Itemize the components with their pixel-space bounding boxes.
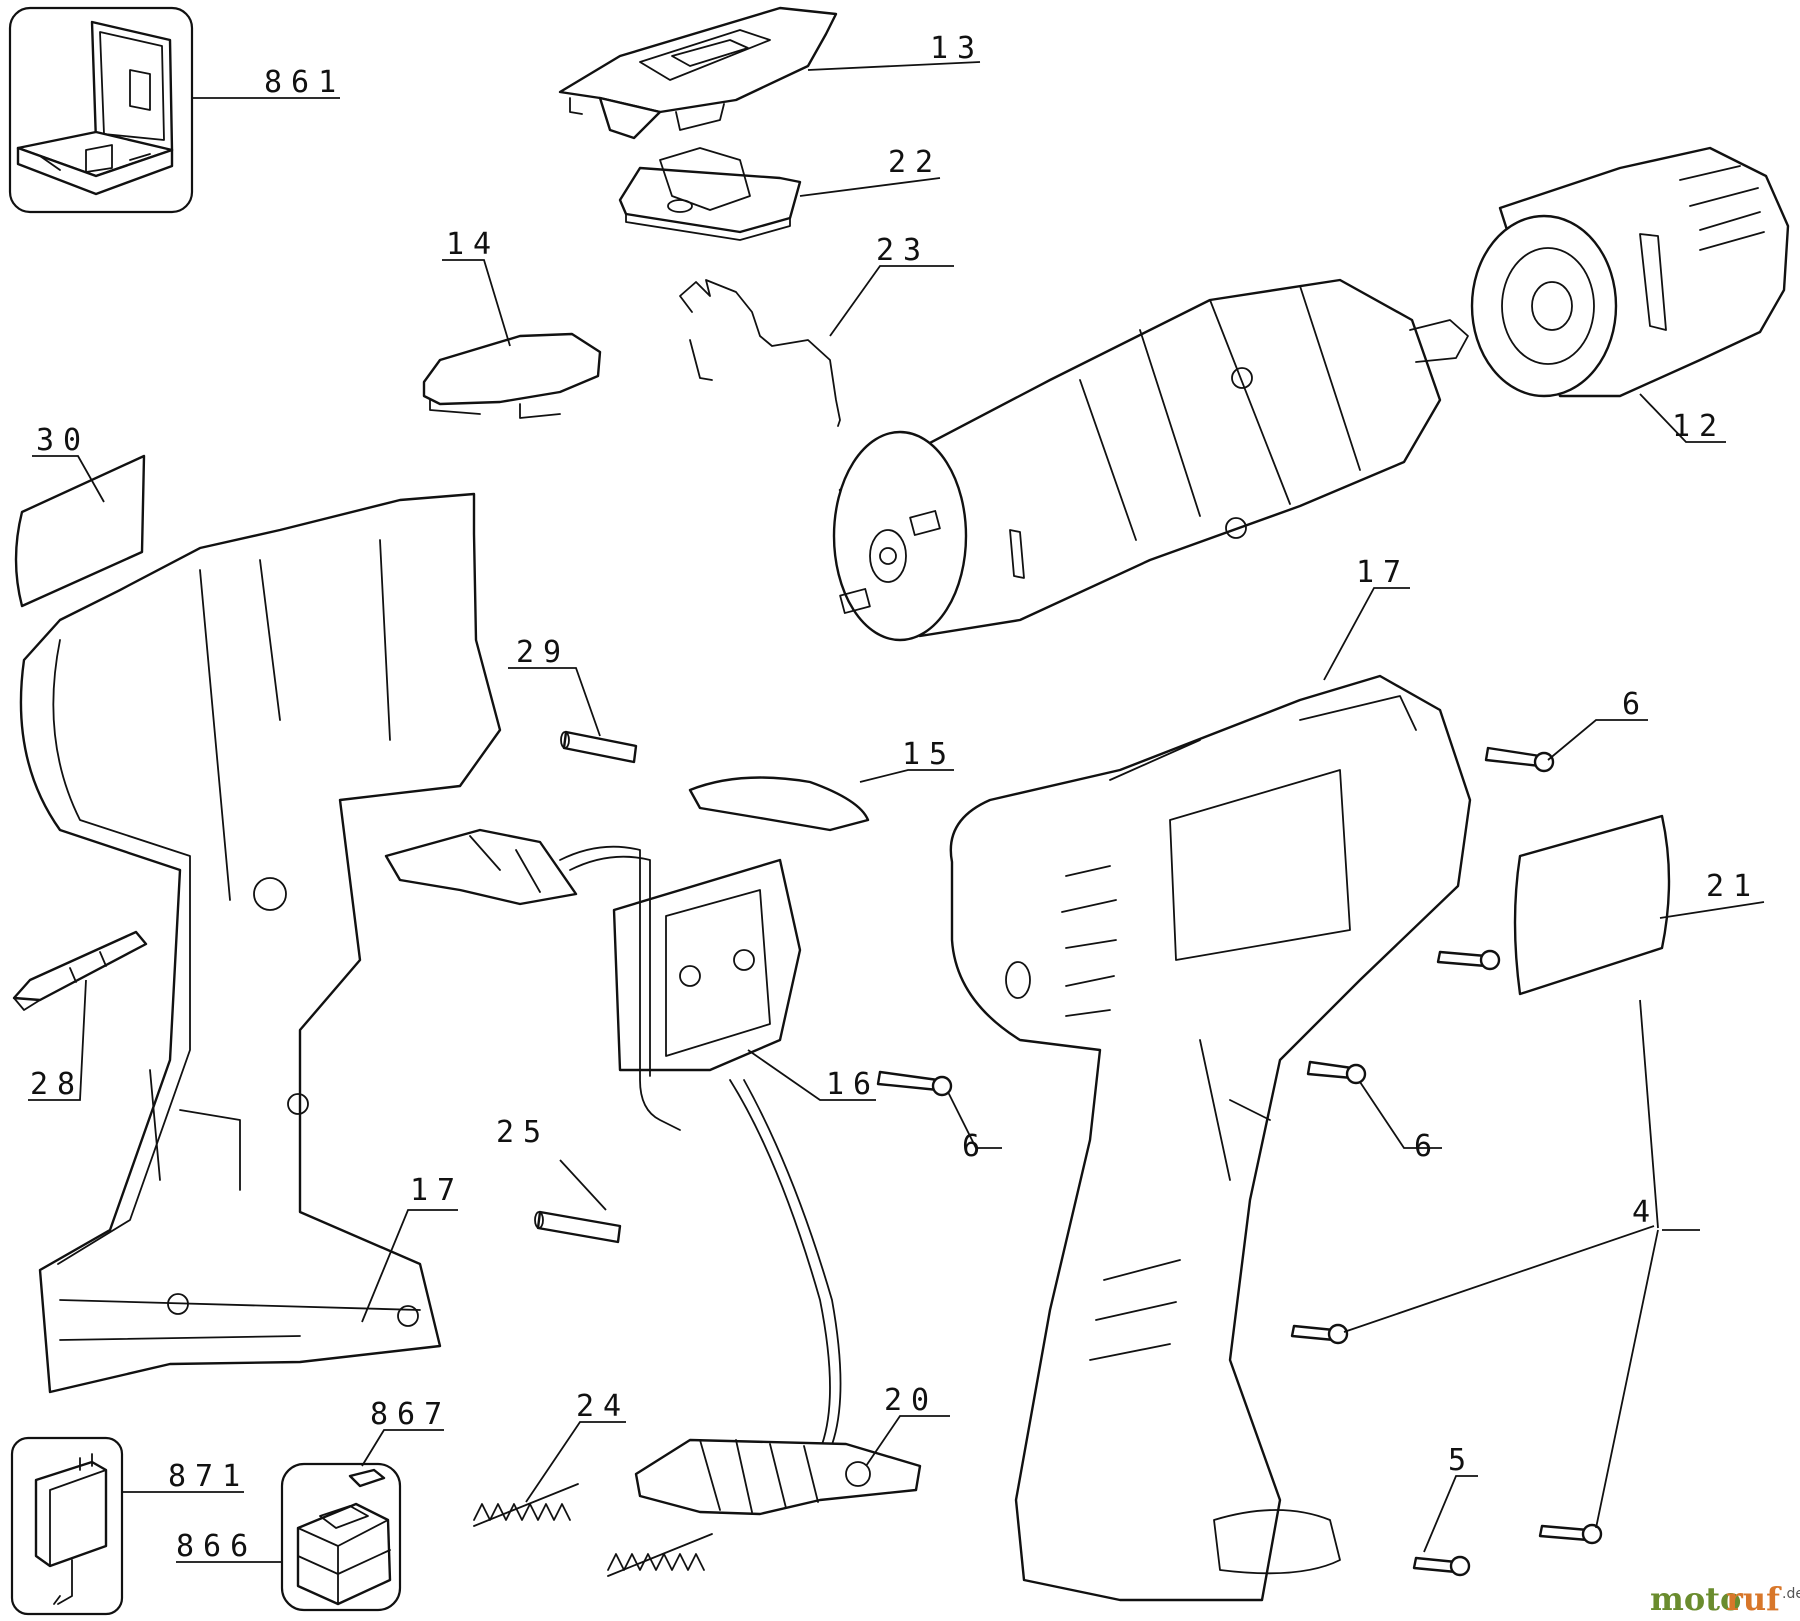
callout-22: 22 xyxy=(888,145,942,180)
callout-16: 16 xyxy=(826,1067,880,1102)
callout-5: 5 xyxy=(1448,1443,1475,1478)
callout-12: 12 xyxy=(1672,409,1726,444)
watermark-part1: moto xyxy=(1650,1580,1741,1618)
callout-14: 14 xyxy=(446,227,500,262)
watermark-logo: moto ruf .de xyxy=(1650,1580,1800,1618)
part-23-spring-wire xyxy=(679,279,841,427)
watermark-suffix: .de xyxy=(1782,1586,1800,1602)
screw-6-top xyxy=(1484,746,1555,773)
screw-5 xyxy=(1412,1555,1471,1577)
screw-6-right xyxy=(1306,1060,1367,1085)
callout-23: 23 xyxy=(876,233,930,268)
part-871-charger xyxy=(10,1436,124,1616)
callout-24: 24 xyxy=(576,1389,630,1424)
callout-15: 15 xyxy=(902,737,956,772)
callout-6-right: 6 xyxy=(1414,1129,1441,1164)
callout-25: 25 xyxy=(496,1115,550,1150)
callout-6-top: 6 xyxy=(1622,687,1649,722)
callouts: 861 13 22 23 14 12 30 29 17 15 6 21 28 1… xyxy=(30,31,1760,1564)
callout-871: 871 xyxy=(168,1459,249,1494)
callout-17-top: 17 xyxy=(1356,555,1410,590)
part-861-carrying-case xyxy=(8,6,194,214)
callout-30: 30 xyxy=(36,423,90,458)
callout-21: 21 xyxy=(1706,869,1760,904)
leader-lines xyxy=(28,61,1765,1563)
part-24-springs xyxy=(473,1483,713,1577)
screw-4-upper xyxy=(1436,949,1501,971)
screw-4-lower xyxy=(1538,1523,1603,1545)
callout-4: 4 xyxy=(1632,1195,1659,1230)
callout-20: 20 xyxy=(884,1383,938,1418)
callout-29: 29 xyxy=(516,635,570,670)
part-14-button-cap xyxy=(422,332,602,419)
callout-866: 866 xyxy=(176,1529,257,1564)
part-22-switch-plate xyxy=(618,147,802,241)
part-29-pin xyxy=(560,730,638,764)
callout-861: 861 xyxy=(264,65,345,100)
watermark-part2: ruf xyxy=(1726,1580,1782,1618)
part-17-left-housing xyxy=(19,492,502,1394)
callout-17-bottom: 17 xyxy=(410,1173,464,1208)
motor-gearbox-assembly xyxy=(832,278,1469,642)
callout-867: 867 xyxy=(370,1397,451,1432)
part-28-screwdriver-bit xyxy=(12,930,148,1011)
part-20-battery-terminal xyxy=(634,1438,922,1516)
callout-13: 13 xyxy=(930,31,984,66)
part-866-867-battery xyxy=(280,1462,402,1612)
part-30-label xyxy=(14,454,146,608)
screw-6-middle xyxy=(876,1070,953,1097)
part-13-top-cover xyxy=(558,6,838,140)
part-17-right-housing xyxy=(949,674,1472,1602)
part-25-pin xyxy=(534,1210,622,1244)
callout-6-middle: 6 xyxy=(962,1129,989,1164)
part-15-16-switch-assembly xyxy=(384,776,870,1451)
part-12-chuck-sleeve xyxy=(1470,146,1790,398)
part-21-label xyxy=(1513,814,1671,996)
screw-4-middle xyxy=(1290,1323,1349,1345)
callout-28: 28 xyxy=(30,1067,84,1102)
